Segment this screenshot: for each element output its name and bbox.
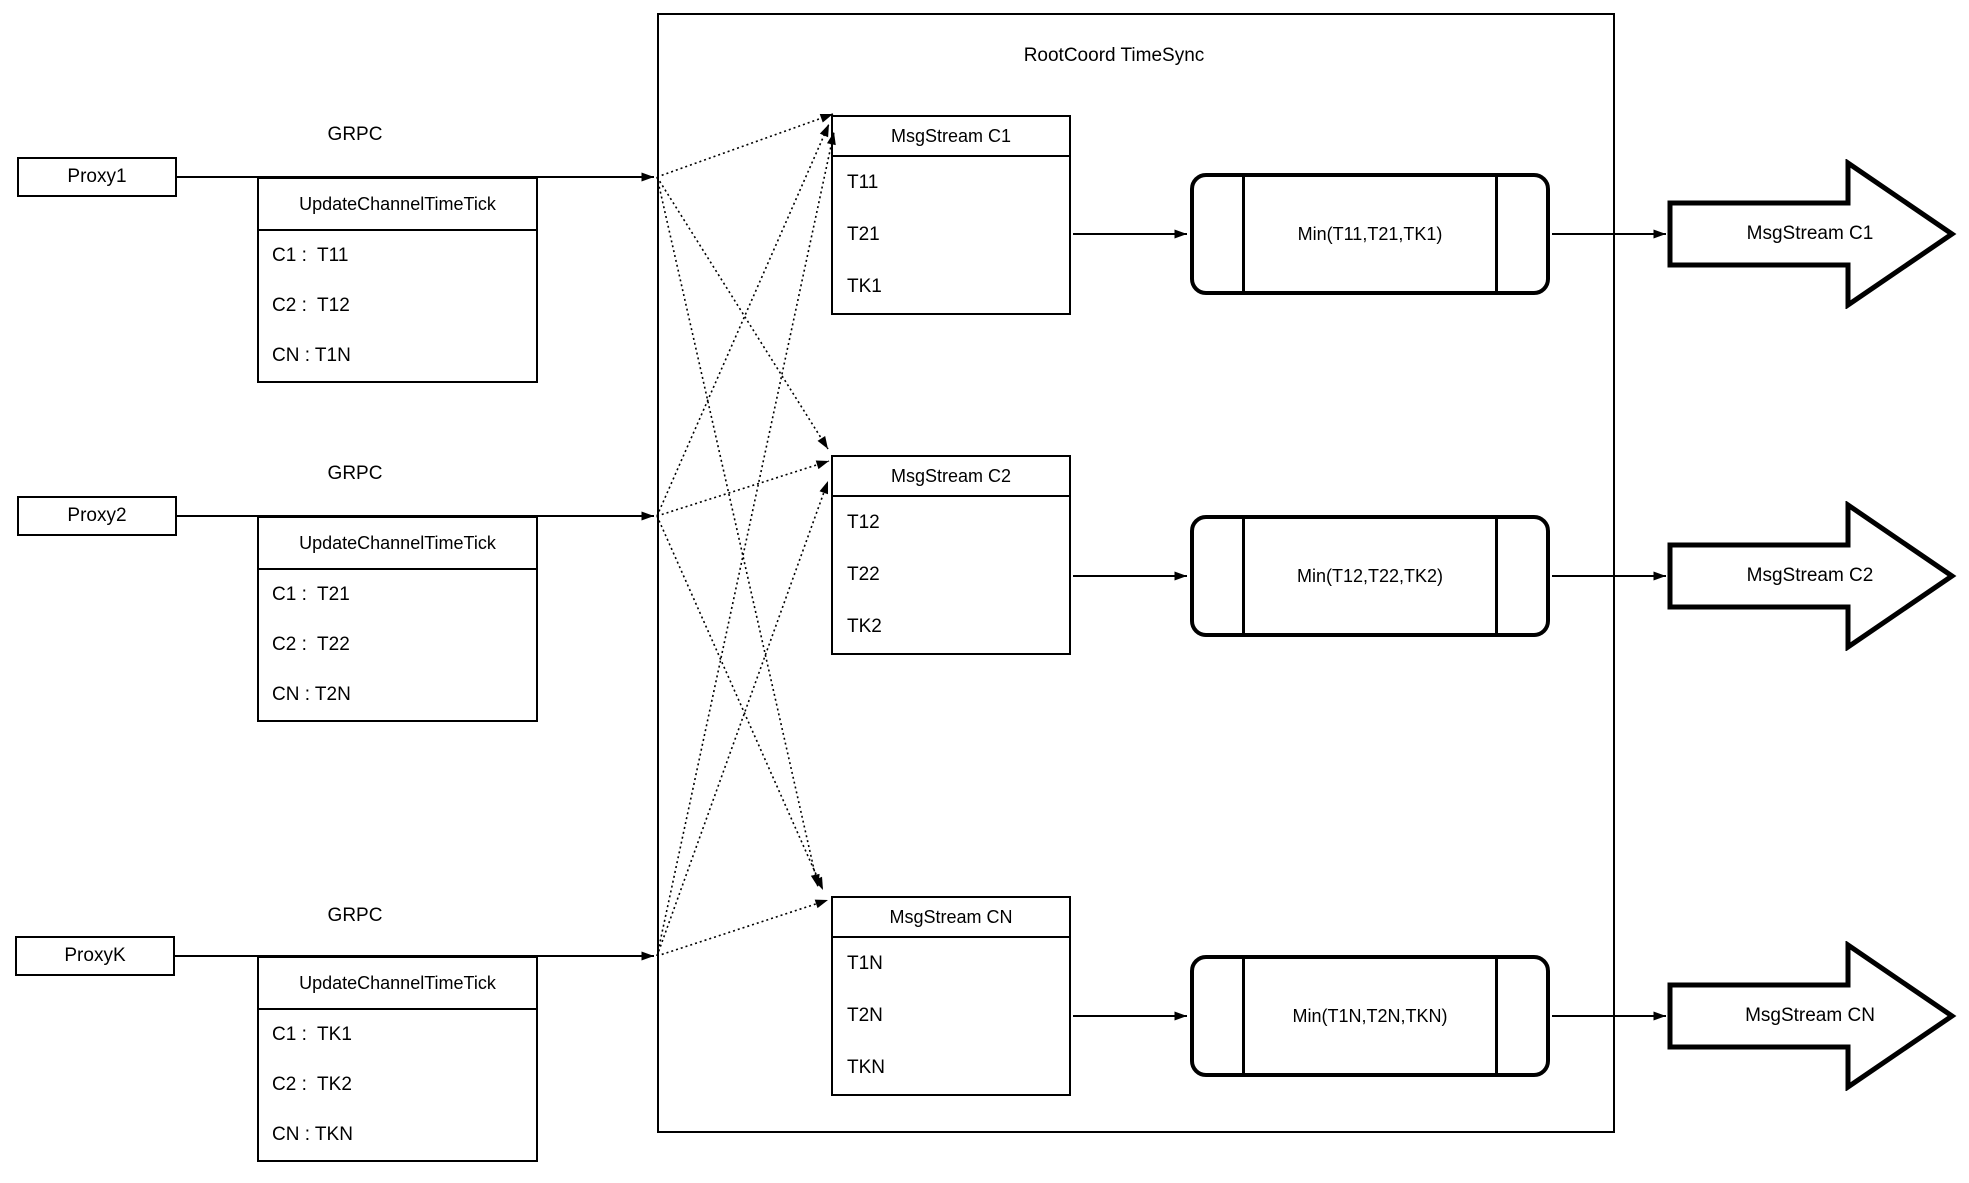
min-box-right-cap	[1495, 519, 1546, 633]
table-row: C1 : T21	[272, 584, 350, 605]
proxyk-table-header: UpdateChannelTimeTick	[259, 958, 536, 1010]
table-row: CN : T1N	[272, 345, 351, 366]
min-box-right-cap	[1495, 959, 1546, 1073]
min-c1-label: Min(T11,T21,TK1)	[1297, 223, 1443, 244]
table-row: CN : T2N	[272, 684, 351, 705]
proxy2-grpc-label: GRPC	[327, 463, 383, 484]
table-row: TKN	[847, 1057, 885, 1078]
rootcoord-title: RootCoord TimeSync	[1023, 45, 1205, 66]
proxyk-label: ProxyK	[64, 945, 126, 966]
msgstream-cn-table: MsgStream CN T1N T2N TKN	[831, 896, 1071, 1096]
output-arrow-c1-label: MsgStream C1	[1746, 223, 1874, 244]
table-row: T22	[847, 564, 880, 585]
table-row: T12	[847, 512, 880, 533]
min-cn-box: Min(T1N,T2N,TKN)	[1190, 955, 1550, 1077]
min-box-left-cap	[1194, 959, 1245, 1073]
table-row: T11	[847, 172, 879, 193]
msgstream-c2-table: MsgStream C2 T12 T22 TK2	[831, 455, 1071, 655]
proxy1-grpc-label: GRPC	[327, 124, 383, 145]
table-row: C1 : TK1	[272, 1024, 352, 1045]
output-arrow-c2-label: MsgStream C2	[1746, 565, 1874, 586]
msgstream-c1-header: MsgStream C1	[833, 117, 1069, 157]
table-row: C2 : T12	[272, 295, 350, 316]
msgstream-cn-header: MsgStream CN	[833, 898, 1069, 938]
output-arrow-cn-label: MsgStream CN	[1745, 1005, 1875, 1026]
table-row: C2 : TK2	[272, 1074, 352, 1095]
proxy2-timetick-table: UpdateChannelTimeTick C1 : T21 C2 : T22 …	[257, 516, 538, 722]
proxy1-label: Proxy1	[67, 166, 127, 187]
proxy2-label: Proxy2	[67, 505, 127, 526]
proxy1-box: Proxy1	[17, 157, 177, 197]
min-box-left-cap	[1194, 519, 1245, 633]
table-row: T2N	[847, 1005, 883, 1026]
min-c2-label: Min(T12,T22,TK2)	[1296, 565, 1444, 586]
table-row: CN : TKN	[272, 1124, 353, 1145]
table-row: T21	[847, 224, 880, 245]
proxy2-table-header: UpdateChannelTimeTick	[259, 518, 536, 570]
min-c2-box: Min(T12,T22,TK2)	[1190, 515, 1550, 637]
table-row: C1 : T11	[272, 245, 349, 266]
proxyk-grpc-label: GRPC	[327, 905, 383, 926]
min-c1-box: Min(T11,T21,TK1)	[1190, 173, 1550, 295]
proxy1-table-header: UpdateChannelTimeTick	[259, 179, 536, 231]
table-row: T1N	[847, 953, 883, 974]
table-row: TK2	[847, 616, 882, 637]
proxyk-box: ProxyK	[15, 936, 175, 976]
table-row: TK1	[847, 276, 882, 297]
msgstream-c2-header: MsgStream C2	[833, 457, 1069, 497]
msgstream-c1-table: MsgStream C1 T11 T21 TK1	[831, 115, 1071, 315]
min-box-right-cap	[1495, 177, 1546, 291]
min-box-left-cap	[1194, 177, 1245, 291]
proxy1-timetick-table: UpdateChannelTimeTick C1 : T11 C2 : T12 …	[257, 177, 538, 383]
min-cn-label: Min(T1N,T2N,TKN)	[1292, 1005, 1448, 1026]
proxyk-timetick-table: UpdateChannelTimeTick C1 : TK1 C2 : TK2 …	[257, 956, 538, 1162]
proxy2-box: Proxy2	[17, 496, 177, 536]
table-row: C2 : T22	[272, 634, 350, 655]
